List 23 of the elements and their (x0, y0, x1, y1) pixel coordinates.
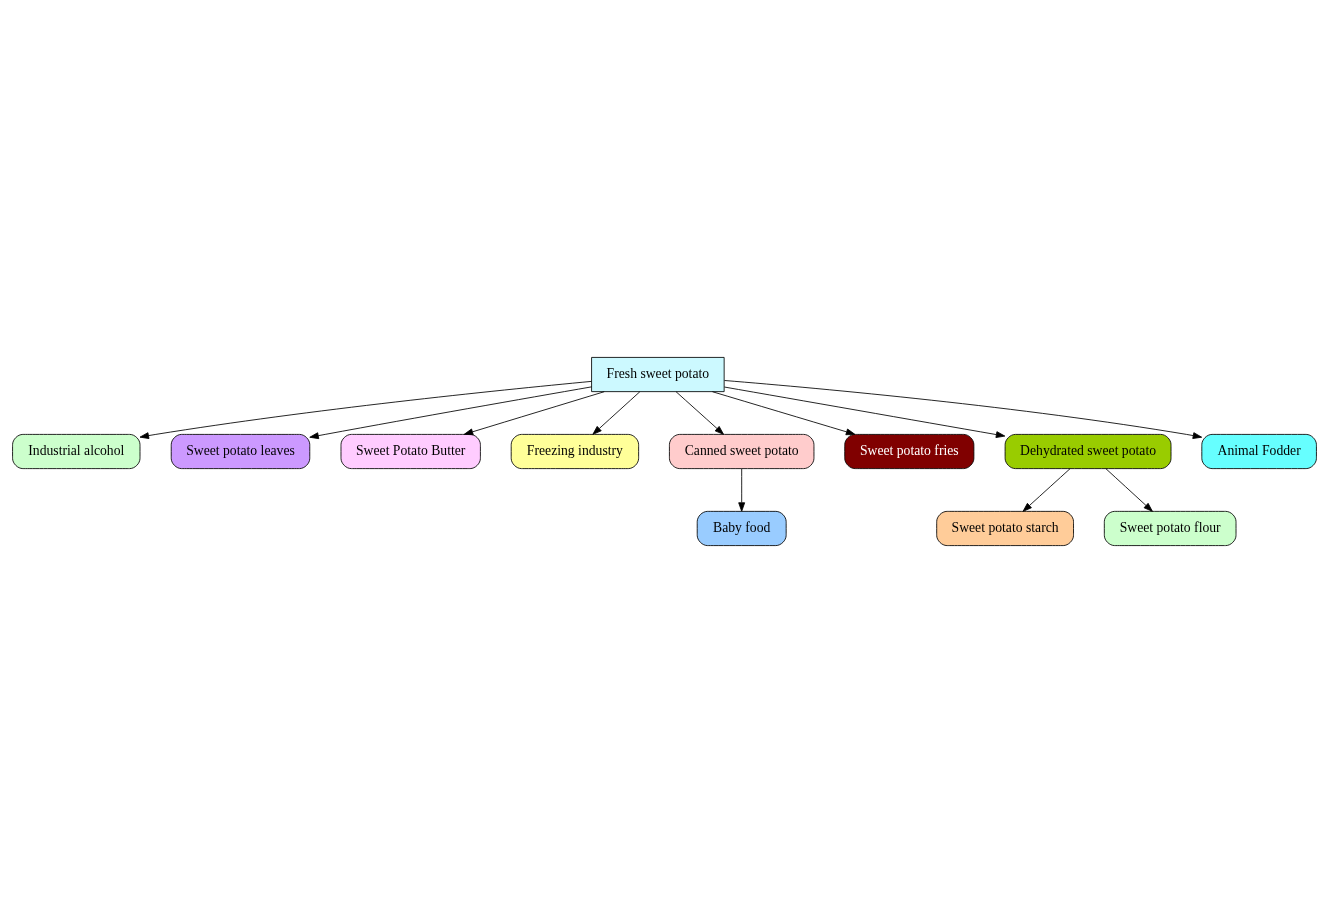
node-box: Fresh sweet potato (591, 357, 725, 393)
node-box: Sweet potato leaves (170, 433, 311, 470)
node-box: Sweet potato fries (844, 433, 975, 470)
arrow (724, 380, 1203, 439)
node-box: Animal Fodder (1201, 433, 1317, 470)
arrow (592, 391, 641, 435)
arrow (463, 391, 605, 436)
arrow (1105, 468, 1153, 512)
node-box: Sweet potato flour (1103, 510, 1237, 546)
node-box: Baby food (696, 510, 787, 546)
node-box: Canned sweet potato (669, 433, 815, 470)
node-box: Dehydrated sweet potato (1004, 433, 1172, 470)
arrow (675, 391, 724, 435)
arrow (712, 391, 856, 436)
node-box: Industrial alcohol (12, 433, 141, 470)
arrow (1022, 468, 1071, 512)
arrow (738, 468, 746, 512)
arrow (309, 386, 592, 440)
node-box: Sweet potato starch (936, 510, 1074, 546)
arrow (139, 380, 592, 439)
node-box: Freezing industry (510, 433, 640, 470)
arrow (723, 386, 1006, 438)
node-box: Sweet Potato Butter (340, 433, 481, 470)
